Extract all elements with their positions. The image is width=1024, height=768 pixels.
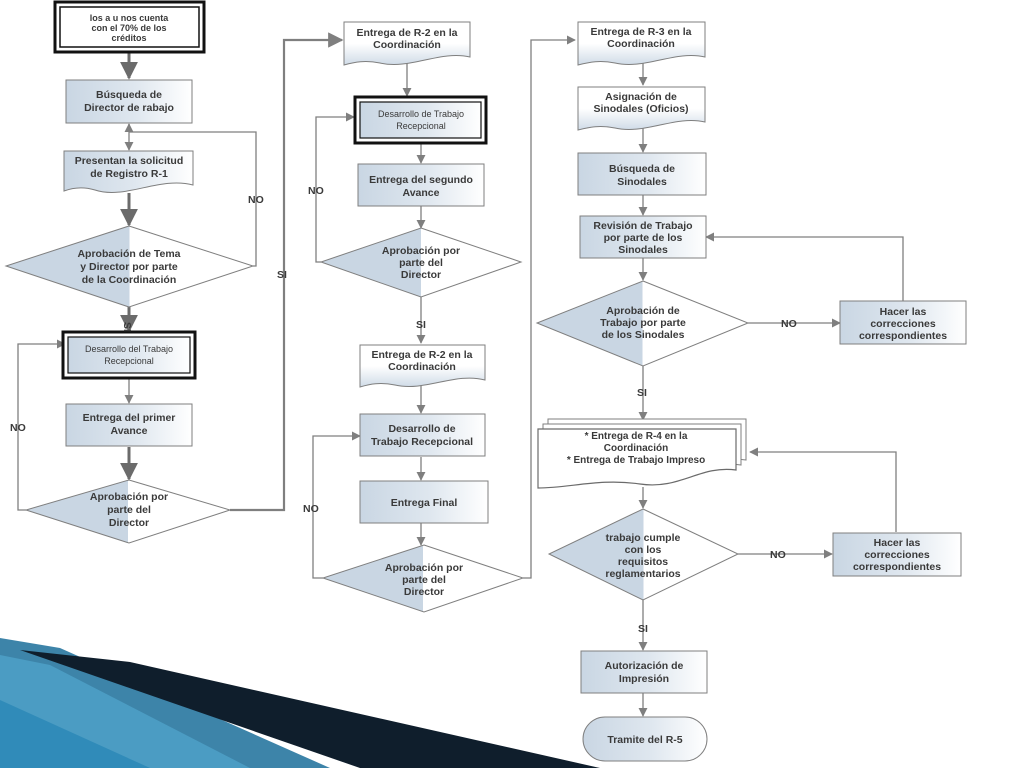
label-si-3: SI (416, 319, 426, 331)
terminal-tramite-r5: Tramite del R-5 (582, 716, 708, 762)
label-no-2: NO (10, 422, 26, 434)
label-no-4: NO (303, 503, 319, 515)
loop-r9-r7 (749, 447, 897, 532)
loop-r6-r4 (705, 232, 904, 301)
label-no-1: NO (248, 194, 264, 206)
label-no-6: NO (770, 549, 786, 561)
svg-text:Entrega Final: Entrega Final (391, 497, 458, 509)
loop-no-2 (17, 339, 66, 511)
label-no-5: NO (781, 318, 797, 330)
svg-text:Tramite del R-5: Tramite del R-5 (607, 734, 682, 746)
loop-no-3 (315, 112, 355, 263)
node-entrega-final: Entrega Final (359, 480, 489, 524)
loop-no-4 (312, 431, 361, 579)
label-si-2: SI (277, 269, 287, 281)
branch-labels: NO SI NO SI NO SI NO NO SI NO SI (10, 185, 797, 635)
path-si-1 (230, 32, 344, 512)
path-si-2 (523, 35, 576, 579)
label-no-3: NO (308, 185, 324, 197)
connectors (17, 32, 904, 717)
label-si-4: SI (637, 387, 647, 399)
label-si-1: SI (121, 322, 133, 332)
label-si-5: SI (638, 623, 648, 635)
